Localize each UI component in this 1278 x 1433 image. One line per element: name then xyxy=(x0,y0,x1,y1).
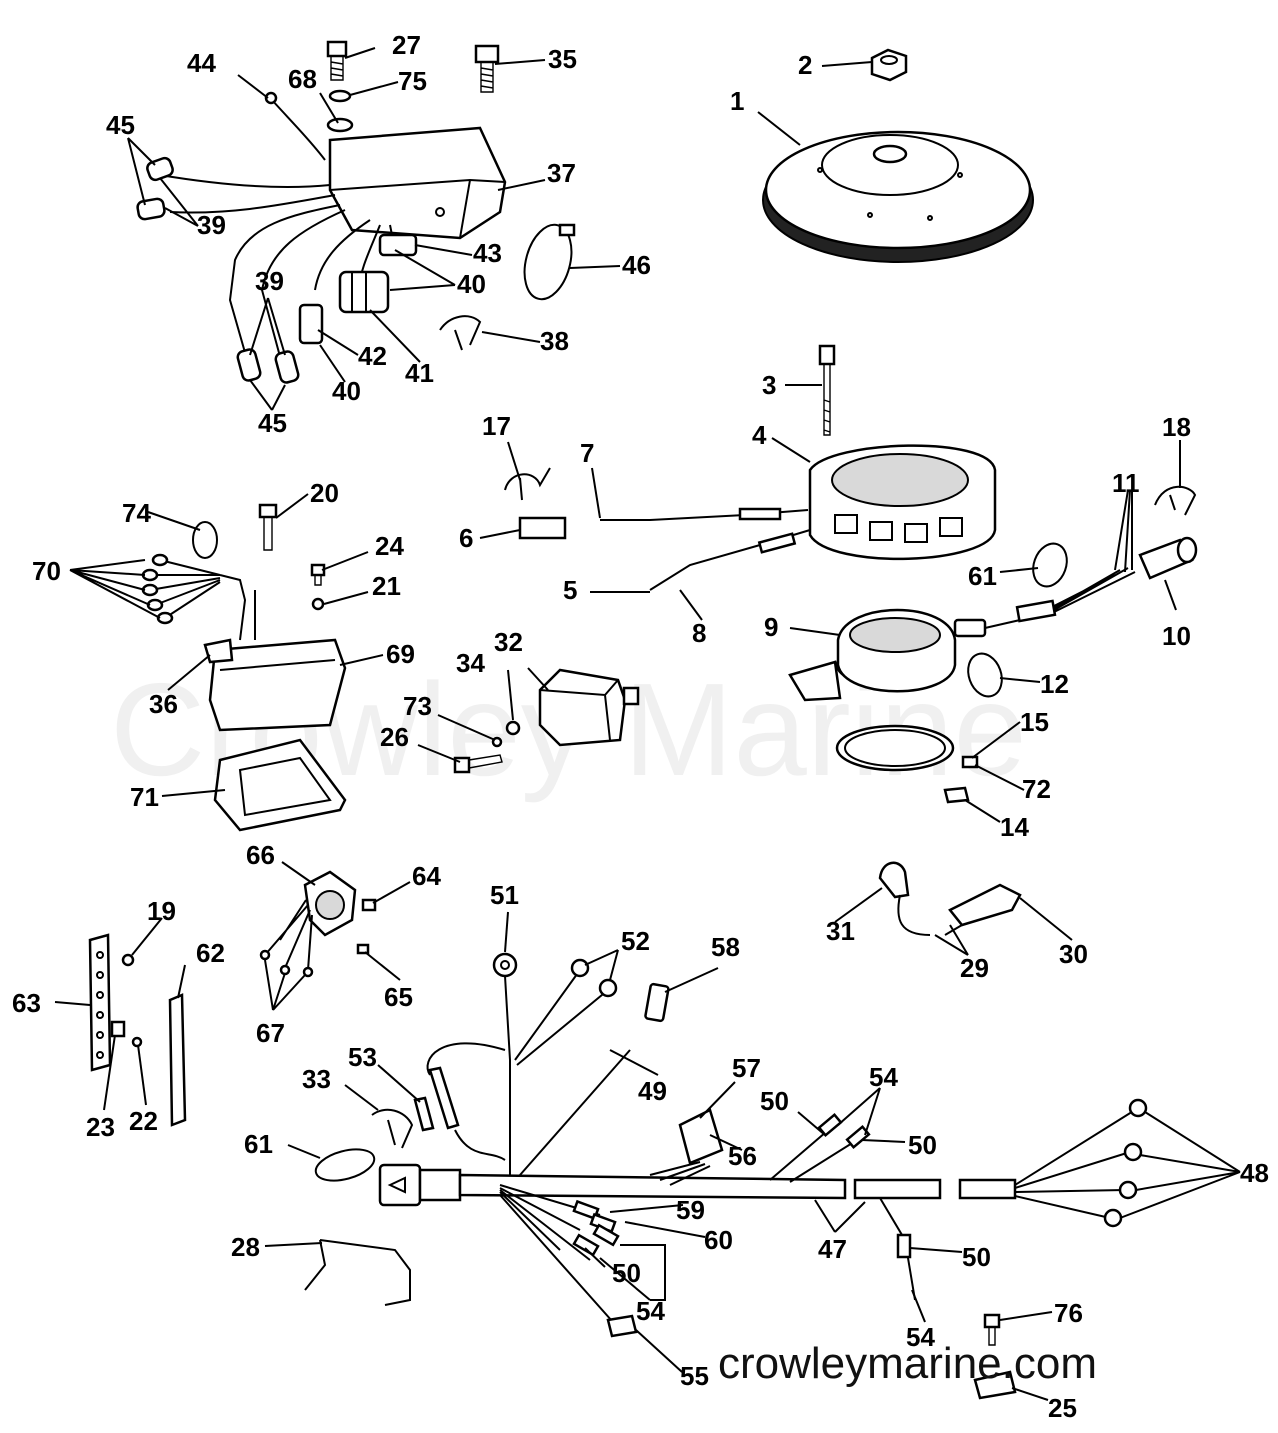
callout-10: 10 xyxy=(1162,621,1191,651)
callout-33: 33 xyxy=(302,1064,331,1094)
callout-37: 37 xyxy=(547,158,576,188)
callout-57: 57 xyxy=(732,1053,761,1083)
callout-62: 62 xyxy=(196,938,225,968)
callout-73: 73 xyxy=(403,691,432,721)
callout-45-bottom: 45 xyxy=(258,408,287,438)
coil-boots xyxy=(878,861,1022,936)
callout-41: 41 xyxy=(405,358,434,388)
callout-67: 67 xyxy=(256,1018,285,1048)
callout-59: 59 xyxy=(676,1195,705,1225)
callout-21: 21 xyxy=(372,571,401,601)
callout-20: 20 xyxy=(310,478,339,508)
callout-68: 68 xyxy=(288,64,317,94)
callout-36: 36 xyxy=(149,689,178,719)
terminal-block-parts xyxy=(88,870,435,1306)
callout-56: 56 xyxy=(728,1141,757,1171)
callout-61-top: 61 xyxy=(968,561,997,591)
callout-9: 9 xyxy=(764,612,778,642)
callout-3: 3 xyxy=(762,370,776,400)
callout-40-top: 40 xyxy=(457,269,486,299)
callout-54-right: 54 xyxy=(906,1322,935,1352)
callout-18: 18 xyxy=(1162,412,1191,442)
callout-52: 52 xyxy=(621,926,650,956)
callout-74: 74 xyxy=(122,498,151,528)
callout-2: 2 xyxy=(798,50,812,80)
callout-6: 6 xyxy=(459,523,473,553)
callout-29: 29 xyxy=(960,953,989,983)
callout-34: 34 xyxy=(456,648,485,678)
callout-labels: 27 35 2 1 44 68 75 45 37 39 43 46 40 39 … xyxy=(12,30,1269,1423)
callout-39-mid: 39 xyxy=(255,266,284,296)
callout-23: 23 xyxy=(86,1112,115,1142)
callout-72: 72 xyxy=(1022,774,1051,804)
callout-1: 1 xyxy=(730,86,744,116)
callout-49: 49 xyxy=(638,1076,667,1106)
wire-harness xyxy=(378,952,1148,1400)
callout-60: 60 xyxy=(704,1225,733,1255)
callout-40-bottom: 40 xyxy=(332,376,361,406)
callout-30: 30 xyxy=(1059,939,1088,969)
callout-42: 42 xyxy=(358,341,387,371)
flywheel xyxy=(762,48,1034,263)
callout-43: 43 xyxy=(473,238,502,268)
callout-71: 71 xyxy=(130,782,159,812)
callout-35: 35 xyxy=(548,44,577,74)
callout-55: 55 xyxy=(680,1361,709,1391)
callout-47: 47 xyxy=(818,1234,847,1264)
callout-58: 58 xyxy=(711,932,740,962)
callout-8: 8 xyxy=(692,618,706,648)
callout-24: 24 xyxy=(375,531,404,561)
callout-26: 26 xyxy=(380,722,409,752)
callout-64: 64 xyxy=(412,861,441,891)
power-pack-assembly xyxy=(136,40,576,384)
callout-25: 25 xyxy=(1048,1393,1077,1423)
callout-61-bottom: 61 xyxy=(244,1129,273,1159)
callout-69: 69 xyxy=(386,639,415,669)
callout-50-upper-left: 50 xyxy=(760,1086,789,1116)
callout-50-lower: 50 xyxy=(612,1258,641,1288)
callout-76: 76 xyxy=(1054,1298,1083,1328)
callout-63: 63 xyxy=(12,988,41,1018)
callout-15: 15 xyxy=(1020,707,1049,737)
callout-54-upper: 54 xyxy=(869,1062,898,1092)
callout-4: 4 xyxy=(752,420,767,450)
callout-66: 66 xyxy=(246,840,275,870)
callout-65: 65 xyxy=(384,982,413,1012)
callout-5: 5 xyxy=(563,575,577,605)
callout-75: 75 xyxy=(398,66,427,96)
callout-14: 14 xyxy=(1000,812,1029,842)
callout-45-top: 45 xyxy=(106,110,135,140)
callout-12: 12 xyxy=(1040,669,1069,699)
callout-50-upper-right: 50 xyxy=(908,1130,937,1160)
callout-22: 22 xyxy=(129,1106,158,1136)
callout-46: 46 xyxy=(622,250,651,280)
callout-53: 53 xyxy=(348,1042,377,1072)
stator-assembly xyxy=(504,344,1198,804)
callout-51: 51 xyxy=(490,880,519,910)
callout-38: 38 xyxy=(540,326,569,356)
ignition-coil xyxy=(453,668,640,774)
callout-27: 27 xyxy=(392,30,421,60)
rectifier-assembly xyxy=(141,503,347,832)
callout-28: 28 xyxy=(231,1232,260,1262)
callout-48: 48 xyxy=(1240,1158,1269,1188)
website-url: crowleymarine.com xyxy=(718,1339,1097,1388)
callout-11: 11 xyxy=(1112,468,1140,498)
leader-lines xyxy=(54,47,1241,1401)
callout-44: 44 xyxy=(187,48,216,78)
callout-54-lower: 54 xyxy=(636,1296,665,1326)
callout-39-top: 39 xyxy=(197,210,226,240)
callout-70: 70 xyxy=(32,556,61,586)
callout-19: 19 xyxy=(147,896,176,926)
callout-31: 31 xyxy=(826,916,855,946)
callout-32: 32 xyxy=(494,627,523,657)
callout-17: 17 xyxy=(482,411,511,441)
callout-7: 7 xyxy=(580,438,594,468)
callout-50-right: 50 xyxy=(962,1242,991,1272)
